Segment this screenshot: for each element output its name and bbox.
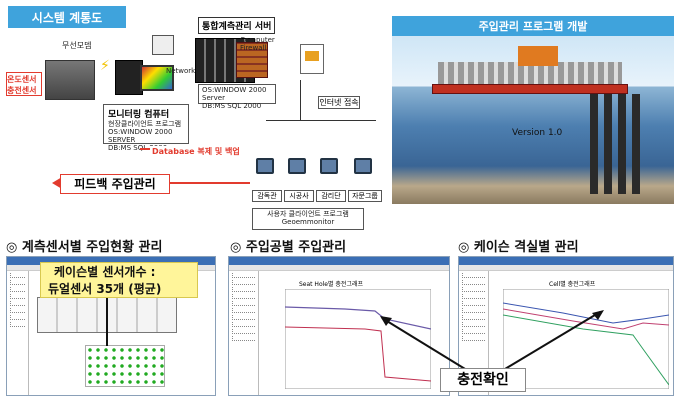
client-pc-3 [320, 158, 338, 174]
monitoring-computer-box: 모니터링 컴퓨터 현장클라이언트 프로그램 OS:WINDOW 2000 SER… [103, 104, 189, 152]
hole-window-menu [229, 265, 449, 271]
hole-chart [285, 289, 431, 389]
hole-series-lower [285, 326, 431, 382]
hole-window-tree [229, 271, 259, 395]
network-label: Network [166, 67, 196, 75]
monitoring-os: OS:WINDOW 2000 SERVER [108, 128, 173, 144]
server-title: 통합계측관리 서버 [198, 17, 276, 34]
internet-box: 인터넷 접속 [318, 96, 360, 109]
section-3-title: ◎ 케이슨 격실별 관리 [458, 240, 579, 255]
system-diagram-tab: 시스템 계통도 [8, 6, 126, 28]
db-copy-label: Database 복제 및 백업 [150, 146, 242, 157]
cell-chart [503, 289, 669, 389]
sensor-photo [45, 60, 95, 100]
sensor-label-box [6, 72, 42, 96]
server-info-box: OS:WINDOW 2000 Server DB:MS SQL 2000 [198, 84, 276, 110]
pipe-column-2 [604, 94, 612, 194]
feedback-label: 피드백 주입관리 [60, 174, 170, 194]
sensor-callout-line2: 듀얼센서 35개 (평균) [48, 282, 162, 296]
sensor-callout-arrow [106, 298, 108, 346]
hole-window: Seat Hole별 충전그래프 [228, 256, 450, 396]
client-label-4: 자문그룹 [348, 190, 382, 202]
lightning-icon: ⚡ [100, 58, 110, 74]
cell-window-titlebar [459, 257, 673, 265]
client-pc-4 [354, 158, 372, 174]
cell-series-2 [503, 308, 669, 330]
monitoring-title: 모니터링 컴퓨터 [108, 110, 170, 120]
sensor-label-charge: 충전센서 [7, 86, 37, 95]
client-label-3: 감리단 [316, 190, 346, 202]
sensor-window-titlebar [7, 257, 215, 265]
hole-series-upper [285, 306, 431, 330]
monitoring-db: DB:MS SQL 2000 [108, 144, 168, 152]
server-os: OS:WINDOW 2000 Server [202, 86, 267, 102]
firewall-icon [236, 42, 268, 78]
cell-window: Cell별 충전그래프 [458, 256, 674, 396]
client-program-box: 사용자 클라이언트 프로그램 Geoemmonitor [252, 208, 364, 230]
network-printer-icon [152, 35, 174, 55]
internet-line-v [300, 80, 301, 120]
client-program-2: Geoemmonitor [281, 218, 335, 226]
hole-chart-title: Seat Hole별 충전그래프 [299, 281, 364, 288]
cell-series-3 [503, 314, 669, 386]
monitoring-screen-icon [140, 65, 174, 91]
monitoring-sub: 현장클라이언트 프로그램 [108, 120, 182, 128]
client-pc-1 [256, 158, 274, 174]
sensor-label-temp: 온도센서 [7, 75, 37, 84]
sensor-callout [40, 262, 198, 298]
pipe-column-4 [632, 94, 640, 194]
cell-series-1 [503, 302, 669, 324]
client-label-1: 감독관 [252, 190, 282, 202]
section-2-title: ◎ 주입공별 주입관리 [230, 240, 347, 255]
barge-icon [432, 84, 628, 94]
sensor-callout-line1: 케이슨별 센서개수 : [54, 265, 156, 279]
client-bus-line [266, 120, 376, 121]
firewall-label: Computer Firewall [240, 36, 275, 52]
document-icon [300, 44, 324, 74]
pipe-column-3 [618, 94, 626, 194]
sensor-grid [85, 345, 165, 387]
program-image-title: 주입관리 프로그램 개발 [478, 20, 588, 33]
feedback-arrow-head [52, 177, 62, 189]
sensor-window-tree [7, 271, 29, 395]
monitoring-computer-icon [115, 60, 143, 95]
pipe-column-1 [590, 94, 598, 194]
client-program-1: 사용자 클라이언트 프로그램 [267, 210, 349, 218]
cell-chart-title: Cell별 충전그래프 [549, 281, 596, 288]
server-db: DB:MS SQL 2000 [202, 102, 262, 110]
check-label: 충전확인 [440, 368, 526, 392]
crane-icon [518, 46, 558, 66]
section-1-title: ◎ 계측센서별 주입현황 관리 [6, 240, 163, 255]
cell-window-menu [459, 265, 673, 271]
client-pc-2 [288, 158, 306, 174]
hole-window-titlebar [229, 257, 449, 265]
client-label-2: 시공사 [284, 190, 314, 202]
version-label: Version 1.0 [512, 128, 563, 138]
barge-deck [438, 62, 622, 84]
wireless-modem-label: 무선모뎀 [62, 41, 92, 50]
